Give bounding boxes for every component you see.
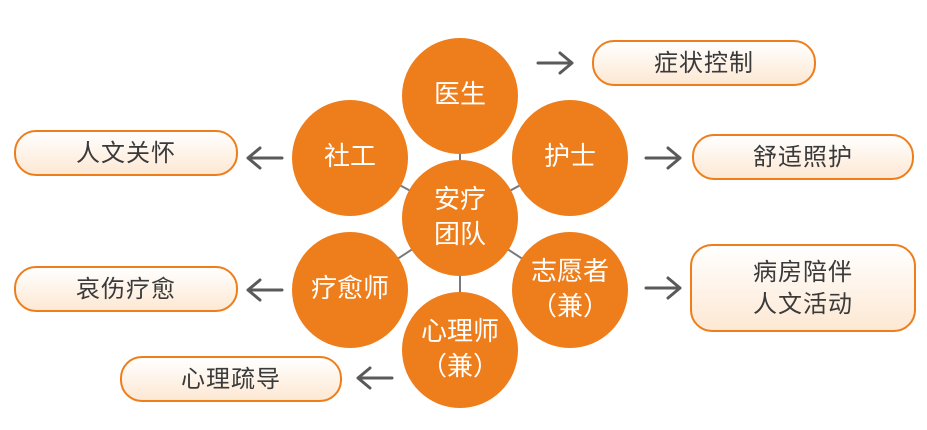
role-box-psychologist: 心理疏导 xyxy=(120,356,342,402)
role-box-doctor: 症状控制 xyxy=(592,40,816,86)
role-box-volunteer-line2: 人文活动 xyxy=(753,290,853,318)
center-hub-line1: 安疗 xyxy=(433,184,486,215)
role-box-doctor-label: 症状控制 xyxy=(654,48,754,77)
role-box-social-worker: 人文关怀 xyxy=(14,130,238,176)
arrow-right-icon xyxy=(644,146,682,170)
circle-doctor-label: 医生 xyxy=(433,80,486,111)
circle-psychologist-note: （兼） xyxy=(420,352,499,382)
circle-volunteer: 志愿者 （兼） xyxy=(512,232,628,348)
arrow-right-icon xyxy=(536,51,574,75)
role-box-nurse-label: 舒适照护 xyxy=(753,142,853,171)
role-box-therapist: 哀伤疗愈 xyxy=(14,266,238,312)
arrow-left-icon xyxy=(246,146,284,170)
circle-volunteer-label: 志愿者 xyxy=(530,256,609,287)
role-box-volunteer: 病房陪伴 人文活动 xyxy=(690,244,916,332)
arrow-right-icon xyxy=(644,276,682,300)
circle-doctor: 医生 xyxy=(402,38,518,154)
circle-social-worker: 社工 xyxy=(292,100,408,216)
circle-volunteer-note: （兼） xyxy=(530,292,609,322)
circle-psychologist-label: 心理师 xyxy=(420,316,499,347)
center-hub-line2: 团队 xyxy=(433,220,486,250)
role-box-social-worker-label: 人文关怀 xyxy=(76,138,176,167)
role-box-therapist-label: 哀伤疗愈 xyxy=(76,274,176,303)
role-box-nurse: 舒适照护 xyxy=(692,134,914,180)
center-hub: 安疗 团队 xyxy=(402,160,518,276)
arrow-left-icon xyxy=(356,366,394,390)
circle-nurse-label: 护士 xyxy=(543,142,596,173)
circle-therapist-label: 疗愈师 xyxy=(310,274,389,305)
arrow-left-icon xyxy=(246,278,284,302)
role-box-volunteer-line1: 病房陪伴 xyxy=(753,257,853,286)
circle-social-worker-label: 社工 xyxy=(323,142,376,173)
circle-psychologist: 心理师 （兼） xyxy=(402,292,518,408)
circle-nurse: 护士 xyxy=(512,100,628,216)
role-box-psychologist-label: 心理疏导 xyxy=(181,364,281,393)
circle-therapist: 疗愈师 xyxy=(292,232,408,348)
